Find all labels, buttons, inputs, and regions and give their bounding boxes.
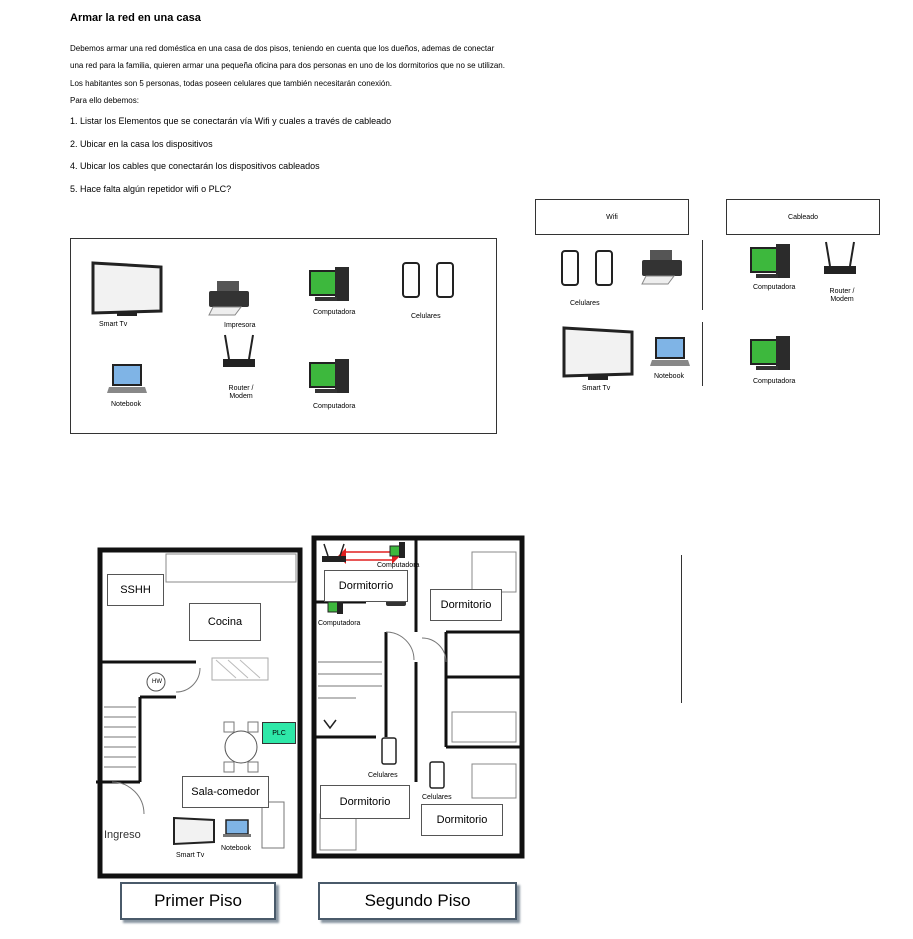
router-icon — [824, 241, 856, 274]
computer-label: Computadora — [313, 403, 356, 410]
divider — [681, 555, 682, 703]
phones-icon — [402, 262, 454, 298]
room-dormitorio: Dormitorrio — [324, 570, 408, 602]
room-cocina: Cocina — [189, 603, 261, 641]
cab-computer-label: Computadora — [753, 378, 796, 385]
hw-label: HW — [152, 679, 162, 685]
phones-icon — [561, 250, 613, 286]
room-dormitorio: Dormitorio — [430, 589, 502, 621]
primer-piso-label: Primer Piso — [120, 882, 276, 920]
wifi-smart-tv-label: Smart Tv — [582, 385, 611, 392]
divider — [702, 240, 703, 310]
router-icon — [223, 334, 255, 367]
router-label: Router / Modem — [228, 385, 254, 400]
page-title: Armar la red en una casa — [70, 12, 201, 24]
printer-icon — [641, 250, 682, 285]
intro-line: Debemos armar una red doméstica en una c… — [70, 44, 495, 53]
smart-tv-icon — [91, 261, 163, 316]
computer-icon — [750, 244, 790, 278]
intro-line: una red para la familia, quieren armar u… — [70, 61, 505, 71]
room-sala-comedor: Sala-comedor — [182, 776, 269, 808]
plc-badge: PLC — [262, 722, 296, 744]
wifi-phones-label: Celulares — [570, 300, 600, 307]
device-inventory-box: Smart Tv Impresora Computadora Celulares… — [70, 238, 497, 434]
wifi-header: Wifi — [535, 199, 689, 235]
notebook-icon — [107, 364, 147, 393]
computer-icon — [309, 359, 349, 393]
ingreso-label: Ingreso — [104, 829, 141, 841]
task-item: 2. Ubicar en la casa los dispositivos — [70, 138, 213, 149]
printer-icon — [208, 281, 249, 316]
cableado-header: Cableado — [726, 199, 880, 235]
cab-router-label: Router / Modem — [829, 288, 855, 303]
cab-computer-label: Computadora — [753, 284, 796, 291]
smart-tv-label: Smart Tv — [99, 321, 128, 328]
notebook-label: Notebook — [111, 401, 141, 408]
computer-label: Computadora — [318, 620, 361, 627]
room-dormitorio: Dormitorio — [320, 785, 410, 819]
computer-label: Computadora — [377, 562, 420, 569]
intro-line: Los habitantes son 5 personas, todas pos… — [70, 78, 392, 88]
divider — [702, 322, 703, 386]
intro-line: Para ello debemos: — [70, 96, 139, 106]
phones-label: Celulares — [422, 794, 452, 801]
floor-plan-drawing — [96, 535, 525, 879]
intro-paragraph: Debemos armar una red doméstica en una c… — [70, 40, 540, 110]
task-list: 1. Listar los Elementos que se conectará… — [70, 116, 391, 206]
wifi-notebook-label: Notebook — [654, 373, 684, 380]
task-item: 4. Ubicar los cables que conectarán los … — [70, 161, 320, 172]
segundo-piso-label: Segundo Piso — [318, 882, 517, 920]
task-item: 5. Hace falta algún repetidor wifi o PLC… — [70, 183, 232, 194]
task-item: 1. Listar los Elementos que se conectará… — [70, 116, 392, 126]
room-sshh: SSHH — [107, 574, 164, 606]
computer-icon — [750, 336, 790, 370]
phones-label: Celulares — [368, 772, 398, 779]
room-dormitorio: Dormitorio — [421, 804, 503, 836]
smart-tv-label: Smart Tv — [176, 852, 205, 859]
smart-tv-icon — [562, 326, 634, 380]
notebook-icon — [650, 337, 690, 366]
computer-label: Computadora — [313, 309, 356, 316]
notebook-label: Notebook — [221, 845, 251, 852]
phones-label: Celulares — [411, 313, 441, 320]
printer-label: Impresora — [224, 322, 256, 329]
router-icon — [322, 543, 346, 562]
computer-icon — [309, 267, 349, 301]
